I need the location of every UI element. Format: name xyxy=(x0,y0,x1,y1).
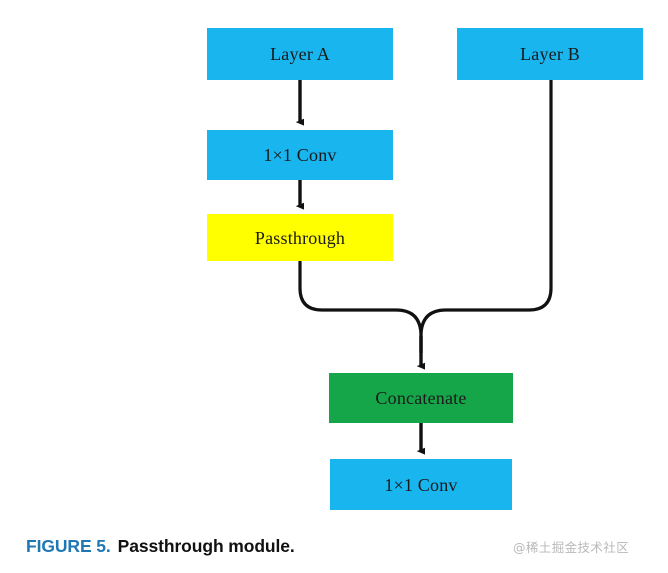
node-concatenate-label: Concatenate xyxy=(375,388,467,408)
node-passthrough[interactable]: Passthrough xyxy=(207,214,393,261)
node-passthrough-label: Passthrough xyxy=(254,227,346,248)
diagram-canvas: Layer A Layer B 1×1 Conv Passthrough Con… xyxy=(207,28,643,510)
node-conv-bottom-label: 1×1 Conv xyxy=(384,474,458,495)
node-conv-top-label: 1×1 Conv xyxy=(263,145,337,165)
figure-caption: FIGURE 5. Passthrough module. xyxy=(26,536,295,557)
node-layer-b-label: Layer B xyxy=(520,44,580,64)
edge-passthrough-to-concatenate xyxy=(298,261,423,353)
node-layer-a-label: Layer A xyxy=(270,44,330,64)
figure-caption-text: Passthrough module. xyxy=(117,536,295,556)
node-conv-top[interactable]: 1×1 Conv xyxy=(207,130,393,180)
node-conv-bottom[interactable]: 1×1 Conv xyxy=(330,459,512,510)
node-layer-b[interactable]: Layer B xyxy=(457,28,643,80)
watermark-text: @稀土掘金技术社区 xyxy=(513,540,630,555)
node-layer-a[interactable]: Layer A xyxy=(207,28,393,80)
figure-number: FIGURE 5. xyxy=(26,536,111,556)
node-concatenate[interactable]: Concatenate xyxy=(329,373,513,423)
edge-layer-b-to-concatenate xyxy=(419,80,553,353)
